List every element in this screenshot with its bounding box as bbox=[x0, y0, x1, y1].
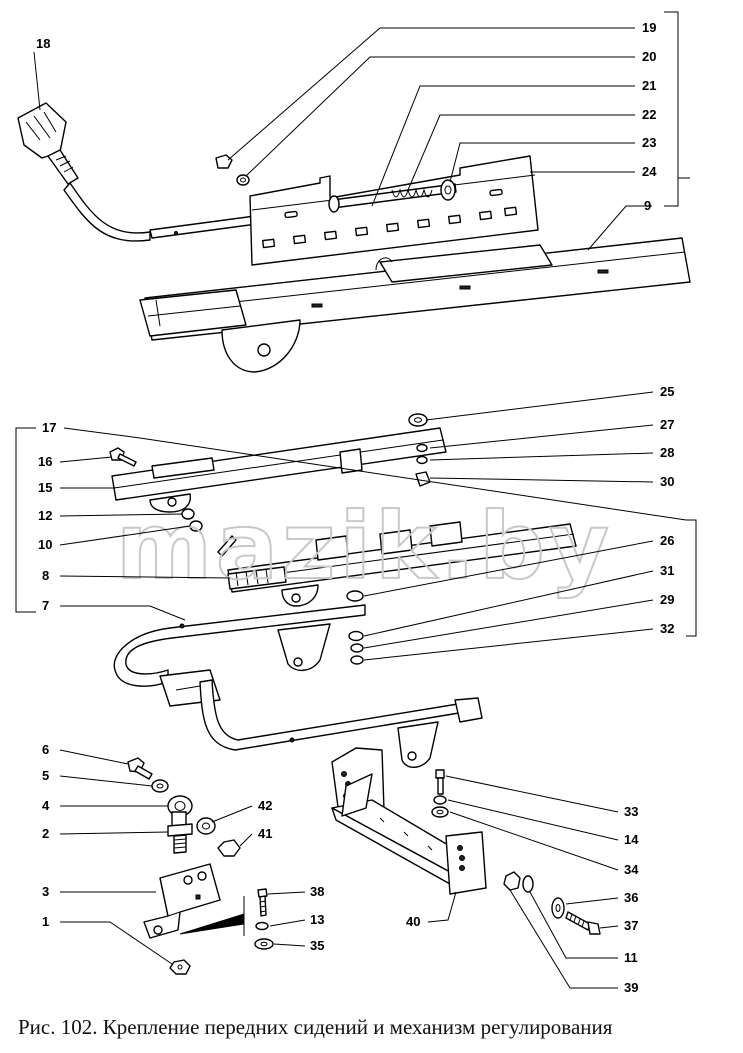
eye-bolt-4 bbox=[167, 795, 193, 829]
nut-1 bbox=[169, 959, 191, 975]
callout-30: 30 bbox=[660, 474, 674, 489]
figure-caption: Рис. 102. Крепление передних сидений и м… bbox=[18, 1015, 613, 1039]
callout-12: 12 bbox=[38, 508, 52, 523]
callout-16: 16 bbox=[38, 454, 52, 469]
slide-rail-8 bbox=[217, 521, 577, 607]
washer-36-bolt-37 bbox=[551, 897, 601, 935]
callout-20: 20 bbox=[642, 49, 656, 64]
callout-23: 23 bbox=[642, 135, 656, 150]
callout-27: 27 bbox=[660, 417, 674, 432]
callout-19: 19 bbox=[642, 20, 656, 35]
threaded-stud-2 bbox=[167, 823, 193, 854]
console-bracket-40 bbox=[331, 747, 487, 895]
callout-5: 5 bbox=[42, 768, 49, 783]
callout-24: 24 bbox=[642, 164, 657, 179]
callout-15: 15 bbox=[38, 480, 52, 495]
upper-slider-plate bbox=[249, 155, 539, 266]
leader-lines bbox=[15, 11, 697, 989]
callout-8: 8 bbox=[42, 568, 49, 583]
callout-21: 21 bbox=[642, 78, 656, 93]
washers-25-32 bbox=[346, 413, 431, 665]
callout-6: 6 bbox=[42, 742, 49, 757]
callout-13: 13 bbox=[310, 912, 324, 927]
callout-11: 11 bbox=[624, 950, 638, 965]
callout-29: 29 bbox=[660, 592, 674, 607]
spring-assembly bbox=[328, 179, 457, 213]
callout-36: 36 bbox=[624, 890, 638, 905]
lower-rail-9 bbox=[139, 237, 691, 373]
plate-slots bbox=[261, 188, 518, 249]
bolt-6 bbox=[127, 757, 153, 780]
callout-40: 40 bbox=[406, 914, 420, 929]
bolt-19 bbox=[215, 154, 233, 169]
callout-numbers: 18 19 20 21 22 23 24 9 25 27 28 30 26 31… bbox=[36, 20, 674, 995]
bolt-38-13-35 bbox=[254, 888, 274, 950]
callout-41: 41 bbox=[258, 826, 272, 841]
callout-42: 42 bbox=[258, 798, 272, 813]
callout-28: 28 bbox=[660, 445, 674, 460]
callout-17: 17 bbox=[42, 420, 56, 435]
washer-5 bbox=[151, 779, 169, 793]
watermark-text: mazik.by bbox=[116, 493, 613, 600]
callout-39: 39 bbox=[624, 980, 638, 995]
callout-1: 1 bbox=[42, 914, 49, 929]
callout-33: 33 bbox=[624, 804, 638, 819]
bracket-3 bbox=[143, 863, 221, 939]
callout-31: 31 bbox=[660, 563, 674, 578]
callout-2: 2 bbox=[42, 826, 49, 841]
bolt-33-14-34 bbox=[431, 769, 449, 818]
upper-slide-rail-15 bbox=[111, 427, 447, 513]
callout-9: 9 bbox=[644, 198, 651, 213]
callout-22: 22 bbox=[642, 107, 656, 122]
adjuster-handle bbox=[17, 102, 151, 242]
callout-26: 26 bbox=[660, 533, 674, 548]
callout-35: 35 bbox=[310, 938, 324, 953]
callout-10: 10 bbox=[38, 537, 52, 552]
bolt-16 bbox=[109, 447, 137, 467]
callout-37: 37 bbox=[624, 918, 638, 933]
nut-42-41 bbox=[196, 817, 241, 857]
callout-34: 34 bbox=[624, 862, 639, 877]
callout-3: 3 bbox=[42, 884, 49, 899]
tubular-frame-7 bbox=[113, 604, 483, 768]
callout-14: 14 bbox=[624, 832, 639, 847]
callout-4: 4 bbox=[42, 798, 50, 813]
nut-20 bbox=[236, 174, 250, 186]
callout-38: 38 bbox=[310, 884, 324, 899]
callout-25: 25 bbox=[660, 384, 674, 399]
callout-18: 18 bbox=[36, 36, 50, 51]
callout-32: 32 bbox=[660, 621, 674, 636]
callout-7: 7 bbox=[42, 598, 49, 613]
nut-39-11 bbox=[503, 871, 534, 893]
bracket-contact-wedge bbox=[179, 896, 245, 936]
